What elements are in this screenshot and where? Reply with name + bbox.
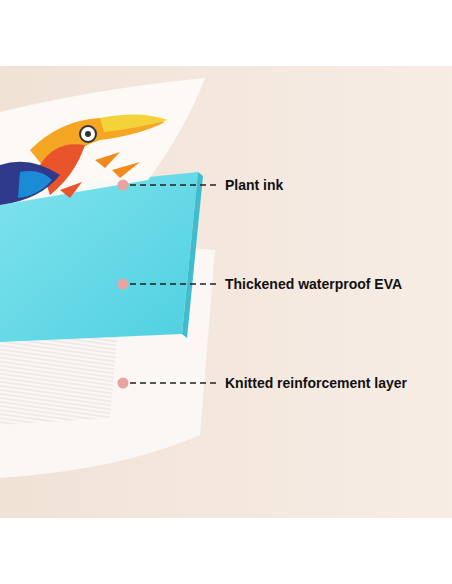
- layer-label: Knitted reinforcement layer: [225, 375, 407, 391]
- leader-lines: [130, 185, 218, 383]
- eva-edge: [182, 172, 203, 338]
- bird-illustration: [0, 114, 168, 205]
- layer-label: Plant ink: [225, 177, 283, 193]
- layer-label: Thickened waterproof EVA: [225, 276, 402, 292]
- printed-sheet: [0, 78, 205, 205]
- leader-dots: [118, 180, 129, 389]
- background: [0, 66, 452, 518]
